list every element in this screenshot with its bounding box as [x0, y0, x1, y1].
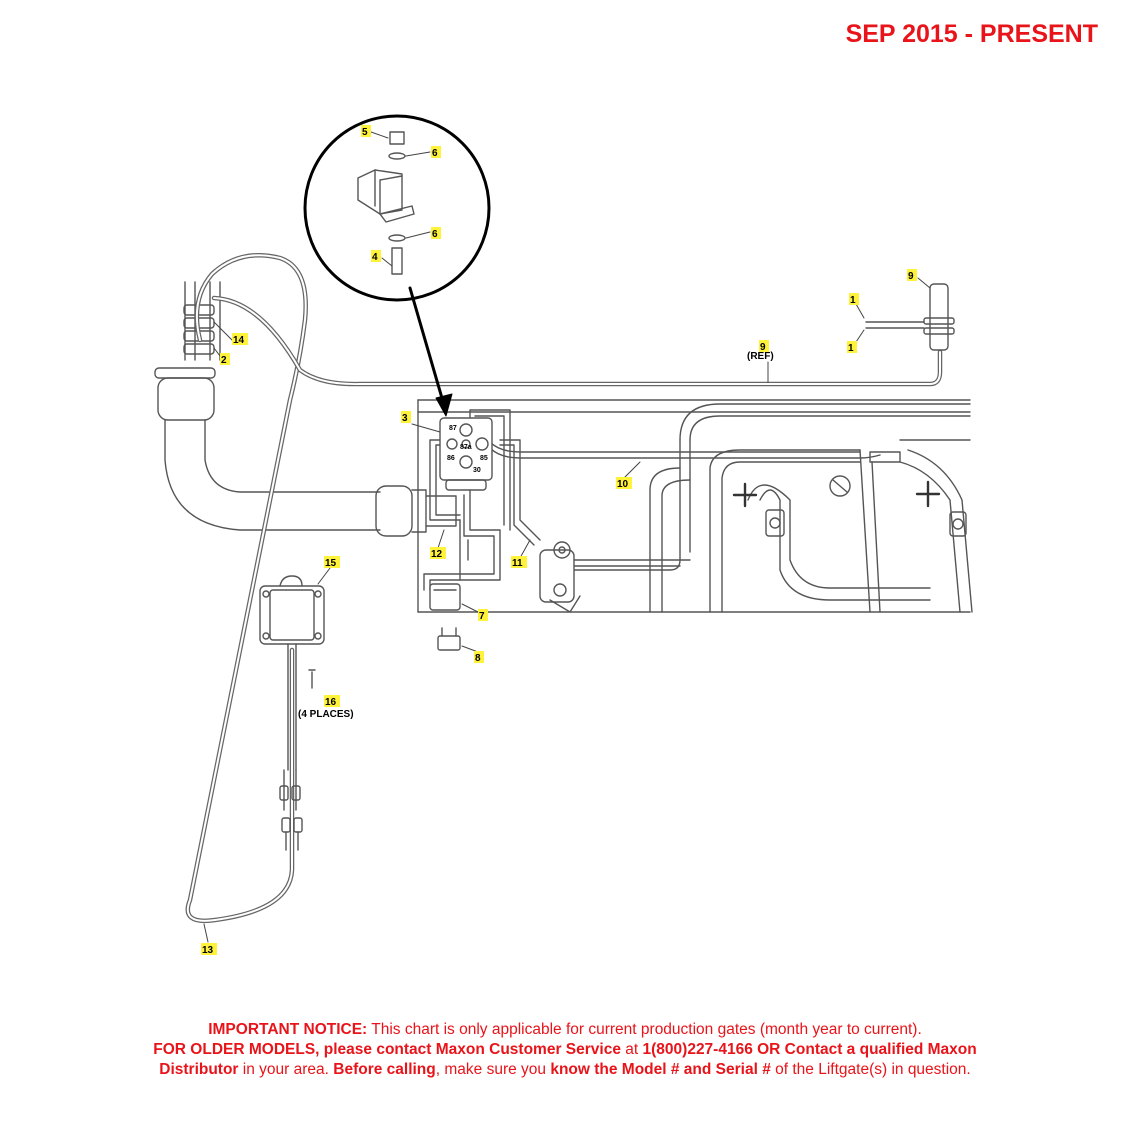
svg-text:14: 14	[233, 335, 245, 346]
callout-6-top: 6	[431, 146, 441, 159]
callout-11: 11	[511, 556, 527, 569]
switch-9	[865, 283, 955, 351]
svg-text:9: 9	[908, 271, 914, 282]
callout-9-switch: 9	[907, 269, 917, 282]
svg-text:7: 7	[479, 611, 485, 622]
svg-text:6: 6	[432, 148, 438, 159]
notice-line-1: IMPORTANT NOTICE: This chart is only app…	[208, 1021, 922, 1038]
callout-15: 15	[324, 556, 340, 569]
circuit-breaker	[539, 541, 691, 613]
leader-lines	[203, 131, 931, 943]
svg-text:10: 10	[617, 479, 629, 490]
callout-6-bottom: 6	[431, 227, 441, 240]
callout-16: 16 (4 PLACES)	[298, 695, 354, 720]
callout-10: 10	[616, 477, 632, 490]
fuse-holder	[429, 583, 461, 651]
terminal-85: 85	[480, 455, 488, 462]
callout-9-ref: 9 (REF)	[747, 340, 774, 362]
chassis-frame	[417, 399, 973, 613]
svg-text:(4 PLACES): (4 PLACES)	[298, 709, 354, 720]
callouts: 5 6 6 4 9 1 1 9 (REF) 14 2 3 10 12 11 15…	[201, 125, 917, 956]
notice-line-3: Distributor in your area. Before calling…	[159, 1061, 971, 1078]
callout-7: 7	[478, 609, 488, 622]
relay-terminal-labels: 87 87a 86 85 30	[447, 425, 488, 474]
relay-wires	[423, 409, 541, 591]
svg-text:9: 9	[760, 342, 766, 353]
svg-text:1: 1	[848, 343, 854, 354]
callout-8: 8	[474, 651, 484, 664]
important-notice: IMPORTANT NOTICE: This chart is only app…	[60, 1020, 1070, 1080]
wiring-harness-inner	[186, 254, 307, 922]
callout-1-bottom: 1	[847, 341, 857, 354]
terminal-87a: 87a	[460, 444, 472, 451]
callout-3: 3	[401, 411, 411, 424]
svg-text:13: 13	[202, 945, 214, 956]
notice-line-2: FOR OLDER MODELS, please contact Maxon C…	[153, 1041, 977, 1058]
svg-text:6: 6	[432, 229, 438, 240]
detail-circle	[303, 114, 491, 417]
detail-parts	[357, 131, 415, 275]
svg-text:2: 2	[221, 355, 227, 366]
svg-text:1: 1	[850, 295, 856, 306]
callout-1-top: 1	[849, 293, 859, 306]
terminal-86: 86	[447, 455, 455, 462]
terminal-87: 87	[449, 425, 457, 432]
ground-cable	[211, 295, 943, 387]
ground-cable-inner	[213, 297, 941, 386]
date-range-label: SEP 2015 - PRESENT	[845, 20, 1098, 48]
callout-12: 12	[430, 547, 446, 560]
svg-text:16: 16	[325, 697, 337, 708]
relay-block	[439, 417, 493, 491]
svg-text:15: 15	[325, 558, 337, 569]
callout-5: 5	[361, 125, 371, 138]
callout-14: 14	[232, 333, 248, 346]
svg-text:8: 8	[475, 653, 481, 664]
svg-text:11: 11	[512, 558, 523, 569]
svg-text:12: 12	[431, 549, 443, 560]
svg-text:(REF): (REF)	[747, 351, 774, 362]
svg-text:4: 4	[372, 252, 378, 263]
svg-text:5: 5	[362, 127, 368, 138]
callout-4: 4	[371, 250, 381, 263]
terminal-30: 30	[473, 467, 481, 474]
callout-2: 2	[220, 353, 230, 366]
control-switch	[259, 575, 325, 851]
callout-13: 13	[201, 943, 217, 956]
svg-text:3: 3	[402, 413, 408, 424]
